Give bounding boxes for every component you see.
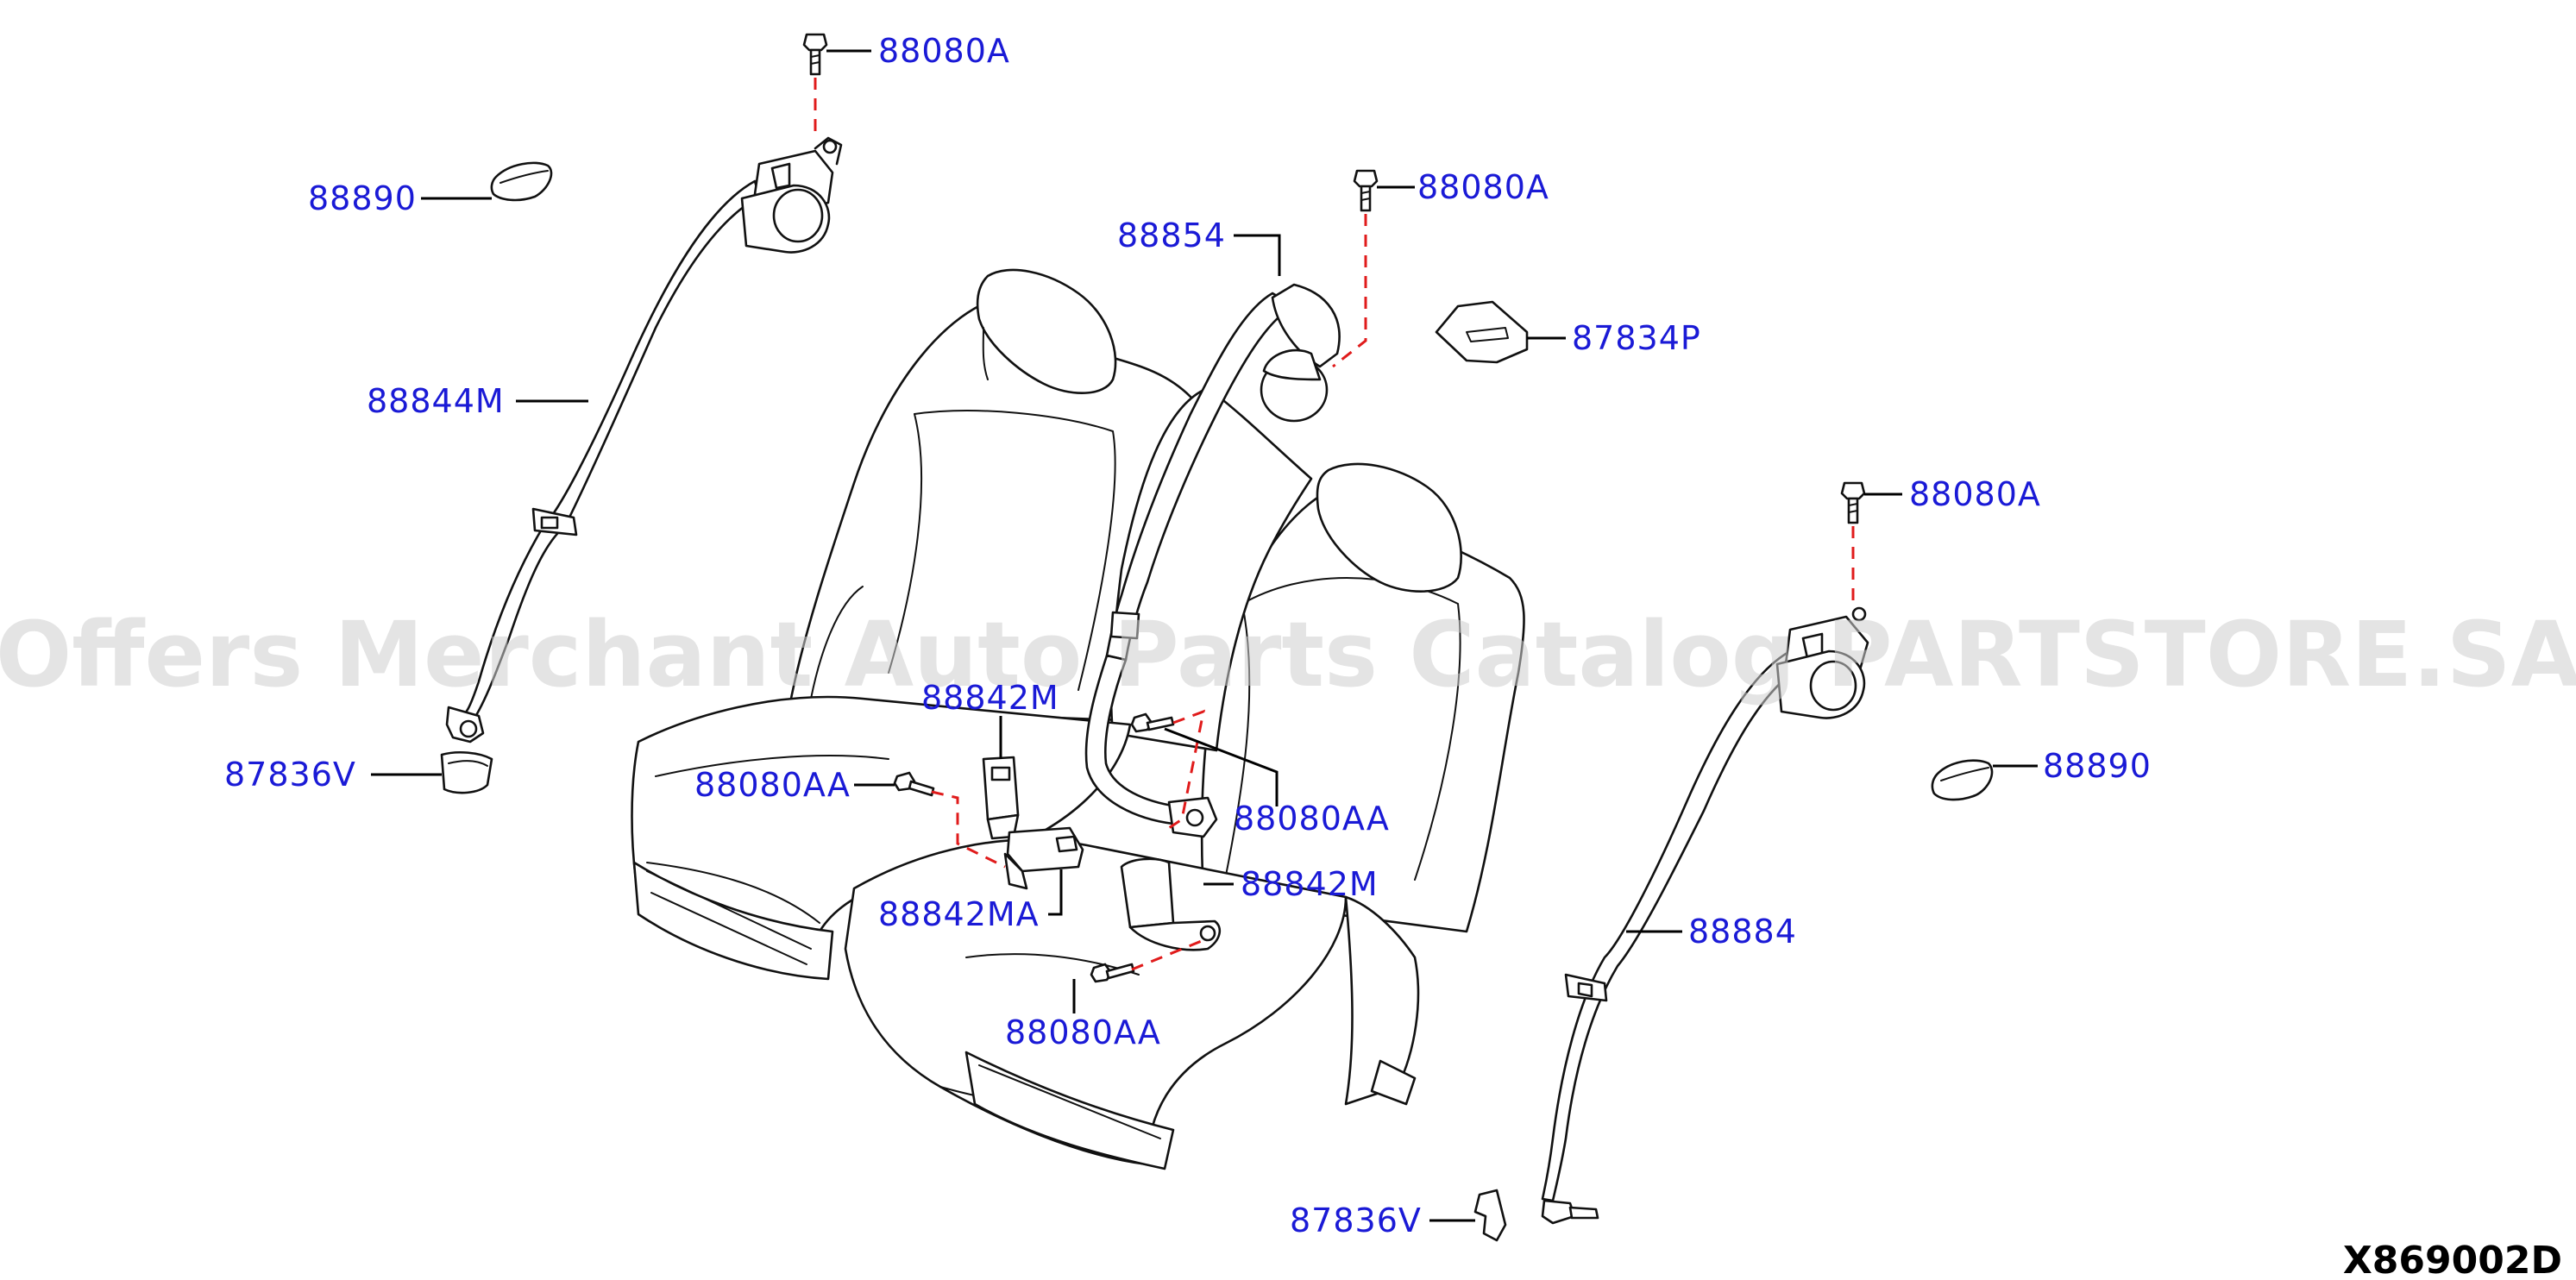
lower-anchor-right: [1541, 1199, 1576, 1225]
escutcheon-left[interactable]: [440, 750, 493, 794]
belt-guide-center: [1109, 611, 1140, 640]
callout-bolt-top-left[interactable]: 88080A: [878, 32, 1010, 70]
callout-belt-right[interactable]: 88884: [1688, 913, 1797, 951]
bolt-icon[interactable]: [1353, 169, 1379, 212]
retractor-icon: [1260, 348, 1329, 423]
callout-belt-left[interactable]: 88844M: [367, 382, 505, 420]
headrest-right: [1316, 462, 1462, 593]
bolt-icon[interactable]: [893, 771, 935, 797]
bolt-icon[interactable]: [1090, 963, 1135, 983]
callout-escutcheon-left[interactable]: 87836V: [224, 756, 356, 794]
callout-buckle-ma[interactable]: 88842MA: [878, 895, 1040, 933]
callout-cover-right[interactable]: 88890: [2043, 747, 2152, 785]
callout-escutcheon-right[interactable]: 87836V: [1290, 1202, 1422, 1239]
bolt-icon[interactable]: [802, 33, 828, 76]
buckle-icon[interactable]: [982, 756, 1020, 840]
bezel-87834P[interactable]: [1435, 300, 1529, 364]
callout-bolt-buckle-center[interactable]: 88080AA: [1234, 800, 1390, 838]
callout-bolt-center-top[interactable]: 88080A: [1417, 168, 1549, 206]
callout-bolt-buckle-left[interactable]: 88080AA: [694, 766, 851, 804]
part-callouts: 88080A 88890 88844M 87836V 88854 88080A …: [224, 32, 2152, 1239]
bolt-icon[interactable]: [1840, 481, 1866, 524]
watermark-text: Offers Merchant Auto Parts Catalog PARTS…: [0, 602, 2576, 707]
figure-code: X869002D: [2343, 1239, 2562, 1280]
callout-cover-left[interactable]: 88890: [308, 179, 417, 217]
bolt-icon[interactable]: [1130, 712, 1175, 733]
rear-seat-assembly: [631, 268, 1525, 1170]
callout-bolt-right-top[interactable]: 88080A: [1909, 475, 2041, 513]
leader-lines: [371, 49, 2038, 1222]
seat-belt-left-assembly[interactable]: [445, 136, 843, 744]
side-bolster-right: [1344, 895, 1420, 1106]
callout-bolt-bottom[interactable]: 88080AA: [1005, 1013, 1161, 1051]
callout-buckle-center[interactable]: 88842M: [1241, 865, 1379, 903]
buckle-icon[interactable]: [1120, 857, 1222, 951]
buckle-icon[interactable]: [1003, 826, 1084, 890]
seat-belt-right-assembly[interactable]: [1541, 606, 1869, 1225]
installation-lines: [814, 78, 1855, 971]
callout-buckle-left-upper[interactable]: 88842M: [921, 679, 1059, 717]
escutcheon-right[interactable]: [1473, 1189, 1507, 1242]
callout-belt-center[interactable]: 88854: [1117, 216, 1226, 254]
seat-belt-center-assembly[interactable]: [1084, 283, 1341, 838]
retractor-icon: [1775, 606, 1869, 719]
headrest-left: [976, 268, 1117, 394]
retractor-icon: [740, 136, 843, 254]
cover-left[interactable]: [490, 161, 553, 202]
callout-bezel[interactable]: 87834P: [1572, 319, 1701, 357]
